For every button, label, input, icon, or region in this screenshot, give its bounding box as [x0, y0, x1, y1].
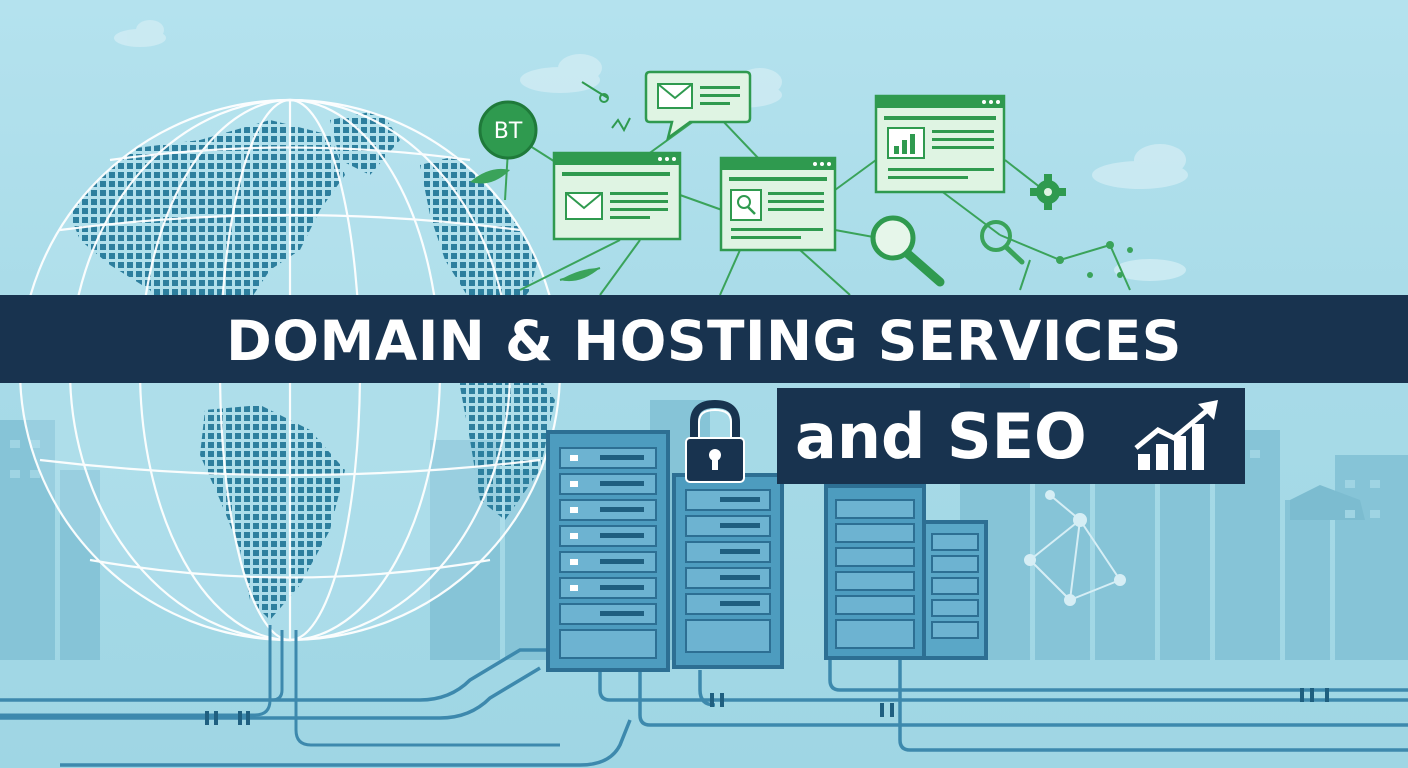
- web-window-email: [552, 151, 682, 241]
- web-window-search: [719, 156, 837, 252]
- leaf-icon: [560, 268, 600, 282]
- leaf-icon: [470, 168, 510, 184]
- padlock-icon: [685, 399, 745, 483]
- server-rack-left: [546, 430, 670, 672]
- magnifying-glass-icon: [870, 215, 945, 287]
- subtitle: and SEO: [795, 400, 1087, 473]
- chat-bubble-email-icon: [644, 70, 752, 142]
- server-rack-right: [824, 484, 988, 660]
- cloud-icon: [114, 20, 1188, 281]
- drone-icon: [581, 81, 631, 133]
- bar-chart-up-arrow-icon: [1134, 400, 1218, 470]
- main-title: DOMAIN & HOSTING SERVICES: [226, 309, 1182, 373]
- network-cables: [0, 648, 1408, 767]
- network-diagram: [1024, 490, 1126, 606]
- gear-plant-icon: [1030, 174, 1066, 210]
- web-window-analytics: [874, 94, 1006, 194]
- magnifying-glass-icon: [980, 220, 1025, 265]
- seo-network-nodes: [1056, 241, 1133, 278]
- badge-text: BT: [494, 119, 523, 144]
- cable-connectors: [205, 688, 1329, 725]
- server-rack-middle: [672, 473, 784, 669]
- title-banner: [0, 295, 1408, 383]
- bt-badge: BT: [478, 100, 538, 160]
